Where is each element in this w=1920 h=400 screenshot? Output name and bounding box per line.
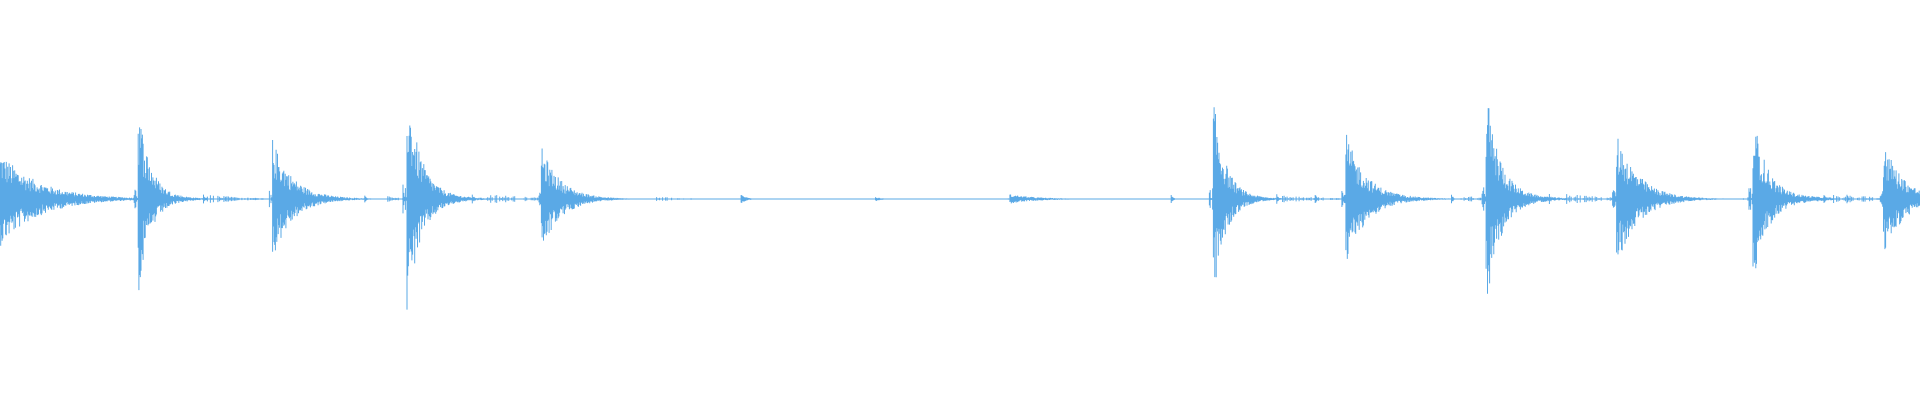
waveform-burst: [1208, 107, 1341, 278]
waveform-burst: [736, 195, 769, 203]
waveform-burst-path: [0, 161, 264, 246]
waveform-burst: [536, 148, 692, 241]
waveform-burst-path: [402, 125, 555, 310]
waveform-burst: [1005, 194, 1140, 204]
waveform-burst: [871, 197, 901, 201]
waveform-burst: [1879, 152, 1920, 250]
waveform-burst: [0, 161, 264, 246]
waveform-blip: [471, 194, 479, 204]
waveform-burst-path: [1879, 152, 1920, 250]
waveform-burst-path: [536, 148, 692, 241]
waveform-blip: [1451, 194, 1458, 204]
waveform-blip: [1170, 195, 1178, 203]
waveform-burst: [133, 127, 264, 291]
waveform-burst-path: [1208, 107, 1341, 278]
waveform-blip: [1846, 194, 1854, 204]
waveform-burst-path: [1481, 108, 1640, 294]
waveform-blip: [1314, 195, 1322, 203]
waveform-blip: [203, 194, 210, 204]
waveform-blip: [1017, 195, 1024, 203]
waveform-burst: [402, 125, 555, 310]
waveform-burst-path: [736, 195, 769, 203]
waveform-blip: [1276, 194, 1283, 204]
waveform-burst-path: [133, 127, 264, 291]
waveform-burst: [1481, 108, 1640, 294]
waveform-blip: [364, 195, 371, 203]
waveform-burst-path: [1005, 194, 1140, 204]
waveform-burst-path: [871, 197, 901, 201]
waveform-blip: [1548, 194, 1556, 204]
waveform-blip: [1823, 195, 1831, 203]
